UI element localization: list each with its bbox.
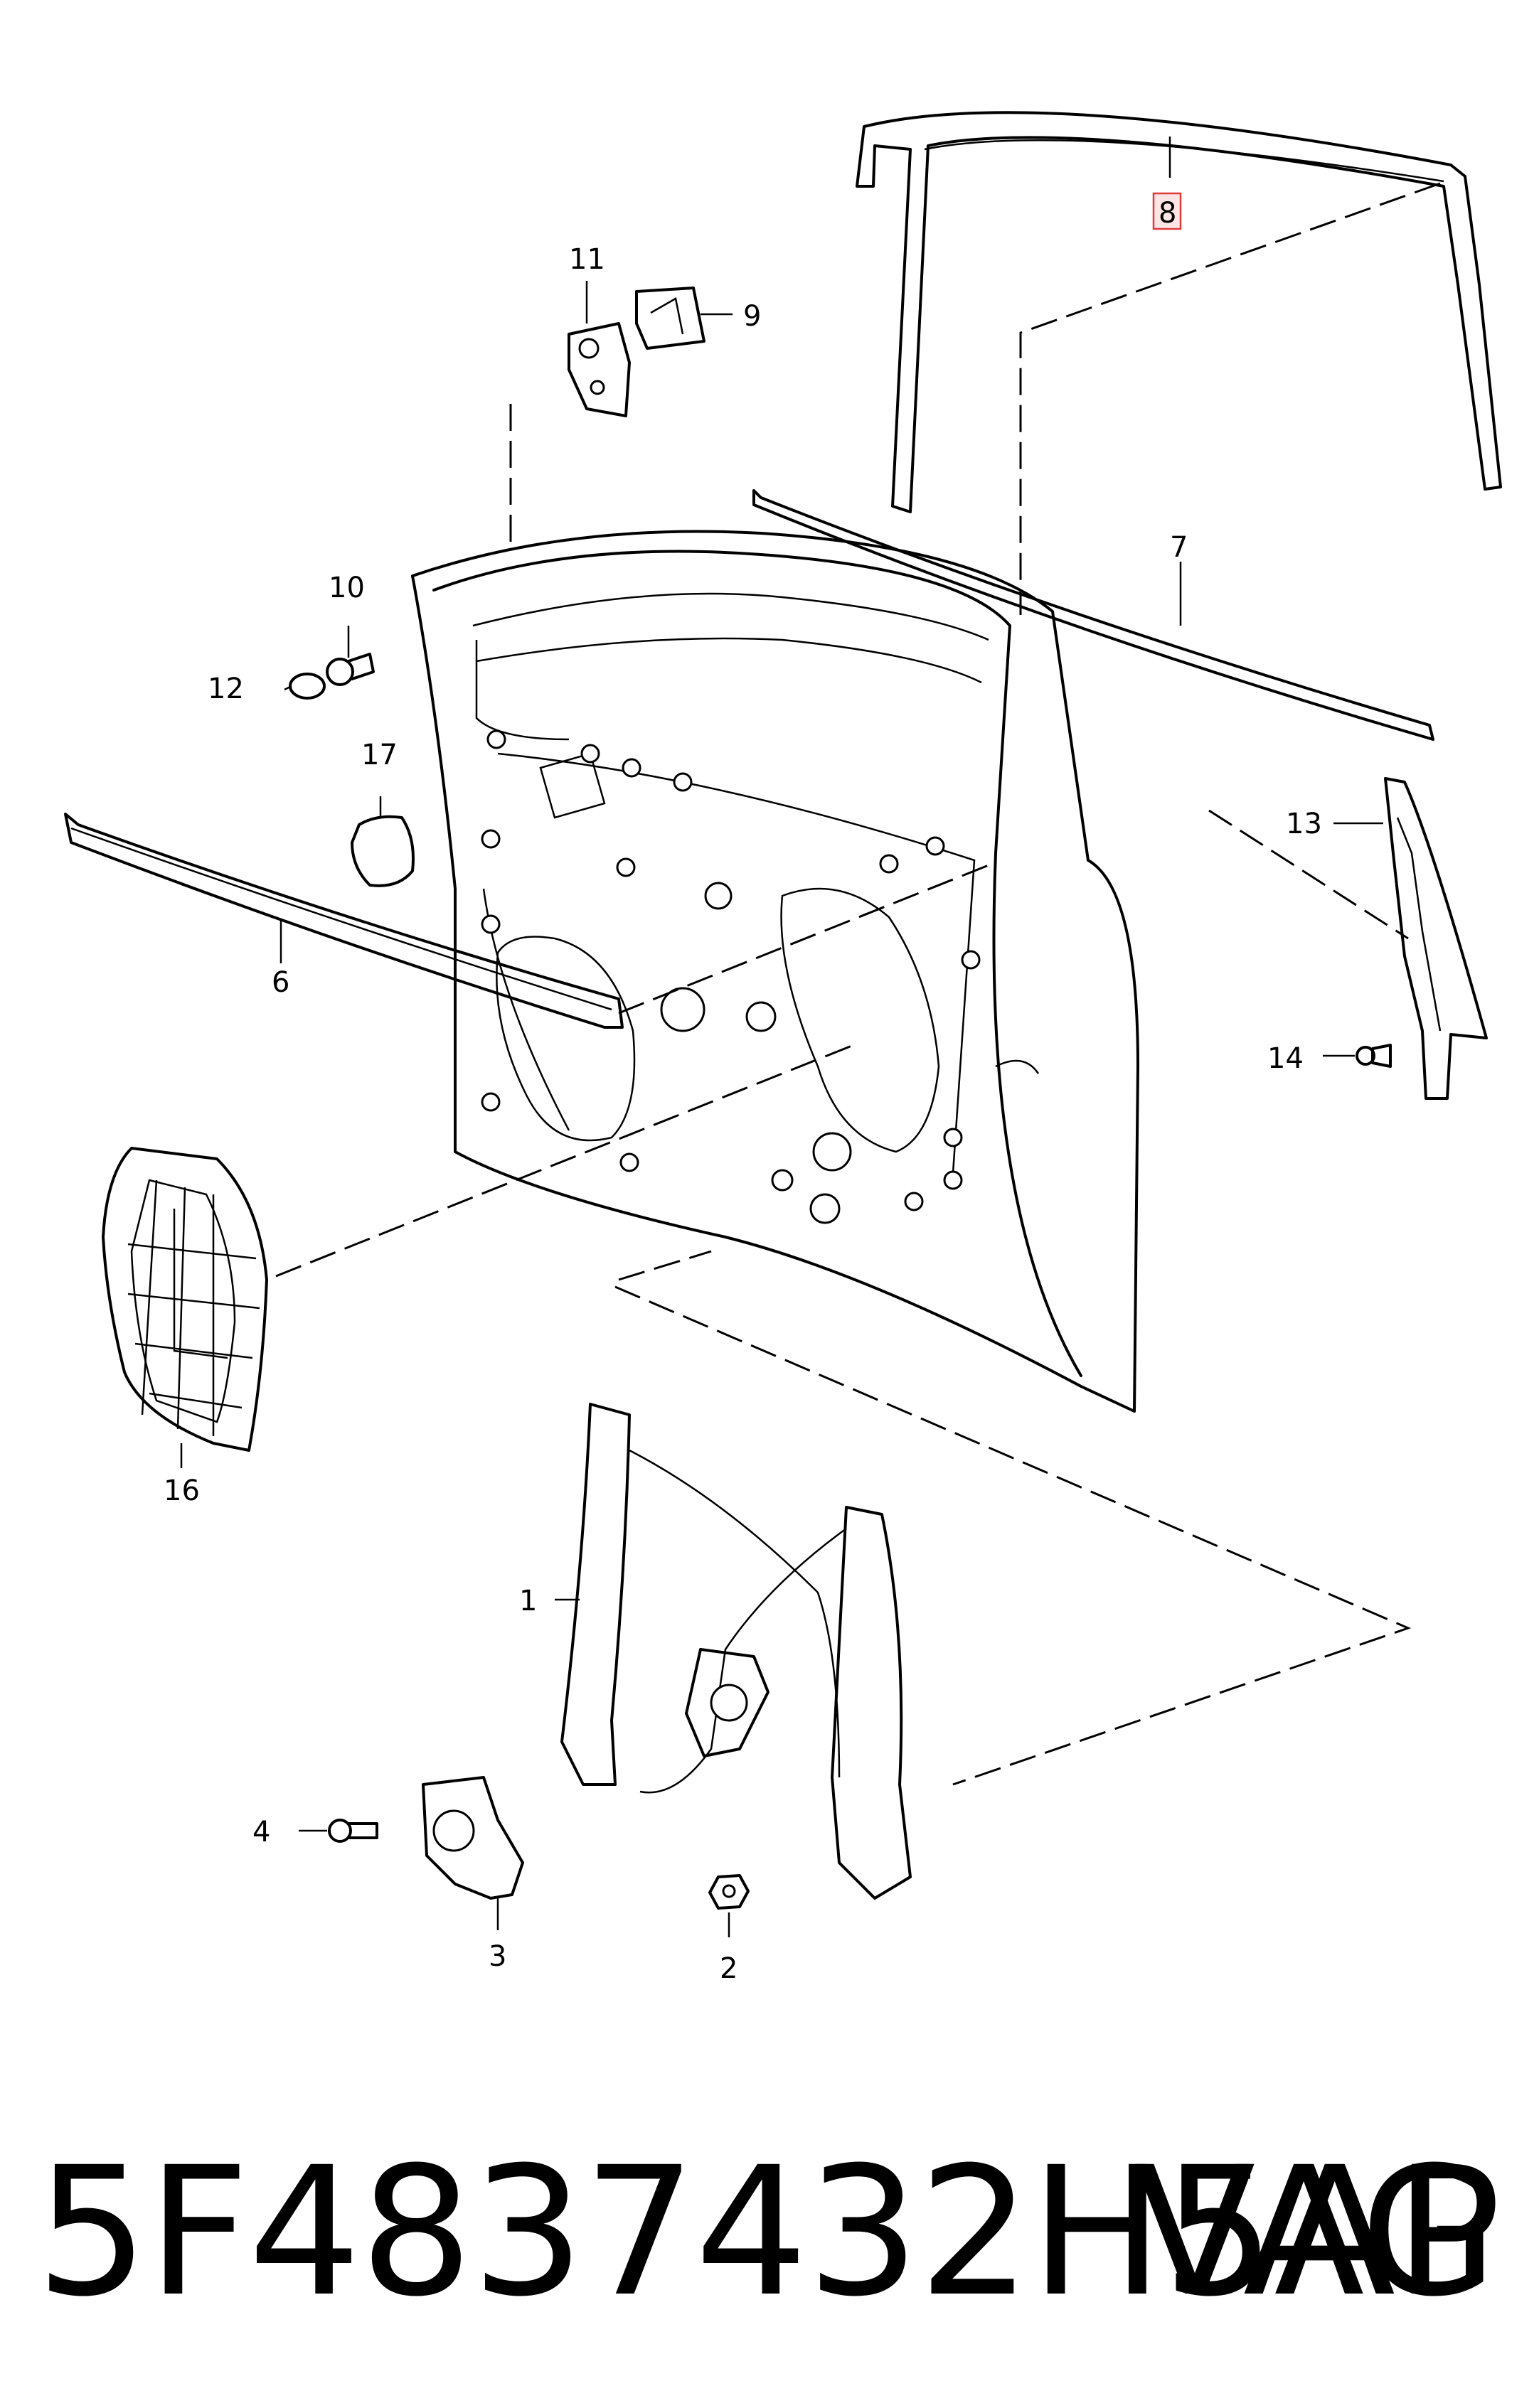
callout-1[interactable]: 1 — [519, 1585, 537, 1617]
callout-9[interactable]: 9 — [743, 300, 761, 333]
callout-6[interactable]: 6 — [272, 966, 289, 999]
mirror-bracket[interactable] — [568, 322, 631, 417]
callout-3[interactable]: 3 — [489, 1940, 506, 1973]
speaker-cover[interactable] — [102, 1147, 268, 1452]
assembly-lines — [275, 182, 1441, 1786]
callout-4[interactable]: 4 — [252, 1816, 270, 1848]
callout-12[interactable]: 12 — [208, 673, 244, 705]
callout-11[interactable]: 11 — [569, 243, 605, 276]
plug-cap[interactable] — [289, 673, 326, 700]
highlight-box — [1152, 192, 1182, 230]
callout-2[interactable]: 2 — [720, 1952, 737, 1985]
footer: 5F4837432H5AP VAG — [28, 2126, 1511, 2339]
part-number: 5F4837432H5AP — [36, 2129, 1501, 2335]
callout-17[interactable]: 17 — [361, 739, 398, 771]
door-shell[interactable] — [411, 530, 1139, 1413]
nut[interactable] — [708, 1874, 750, 1910]
callout-13[interactable]: 13 — [1286, 808, 1322, 840]
window-frame-seal[interactable] — [856, 111, 1502, 513]
seal-pad[interactable] — [351, 815, 415, 887]
callout-14[interactable]: 14 — [1267, 1042, 1304, 1075]
callout-16[interactable]: 16 — [164, 1475, 200, 1507]
callout-8[interactable]: 8 — [1159, 197, 1176, 230]
bolt-small[interactable] — [326, 653, 375, 686]
callout-7[interactable]: 7 — [1170, 531, 1188, 564]
mirror-cover[interactable] — [635, 287, 705, 350]
callout-10[interactable]: 10 — [329, 572, 365, 604]
callout-labels: 8 7 11 9 10 12 17 6 13 14 16 1 4 3 2 — [164, 192, 1322, 1985]
brand-label: VAG — [1134, 2129, 1498, 2335]
inner-window-seal[interactable] — [752, 489, 1434, 741]
window-regulator[interactable] — [560, 1403, 912, 1900]
leader-lines — [180, 137, 1383, 1937]
clip[interactable] — [1356, 1044, 1392, 1068]
motor-bolt[interactable] — [328, 1819, 378, 1843]
outer-window-seal[interactable] — [64, 813, 624, 1029]
guide-rail[interactable] — [1384, 777, 1488, 1100]
window-motor[interactable] — [422, 1776, 524, 1900]
